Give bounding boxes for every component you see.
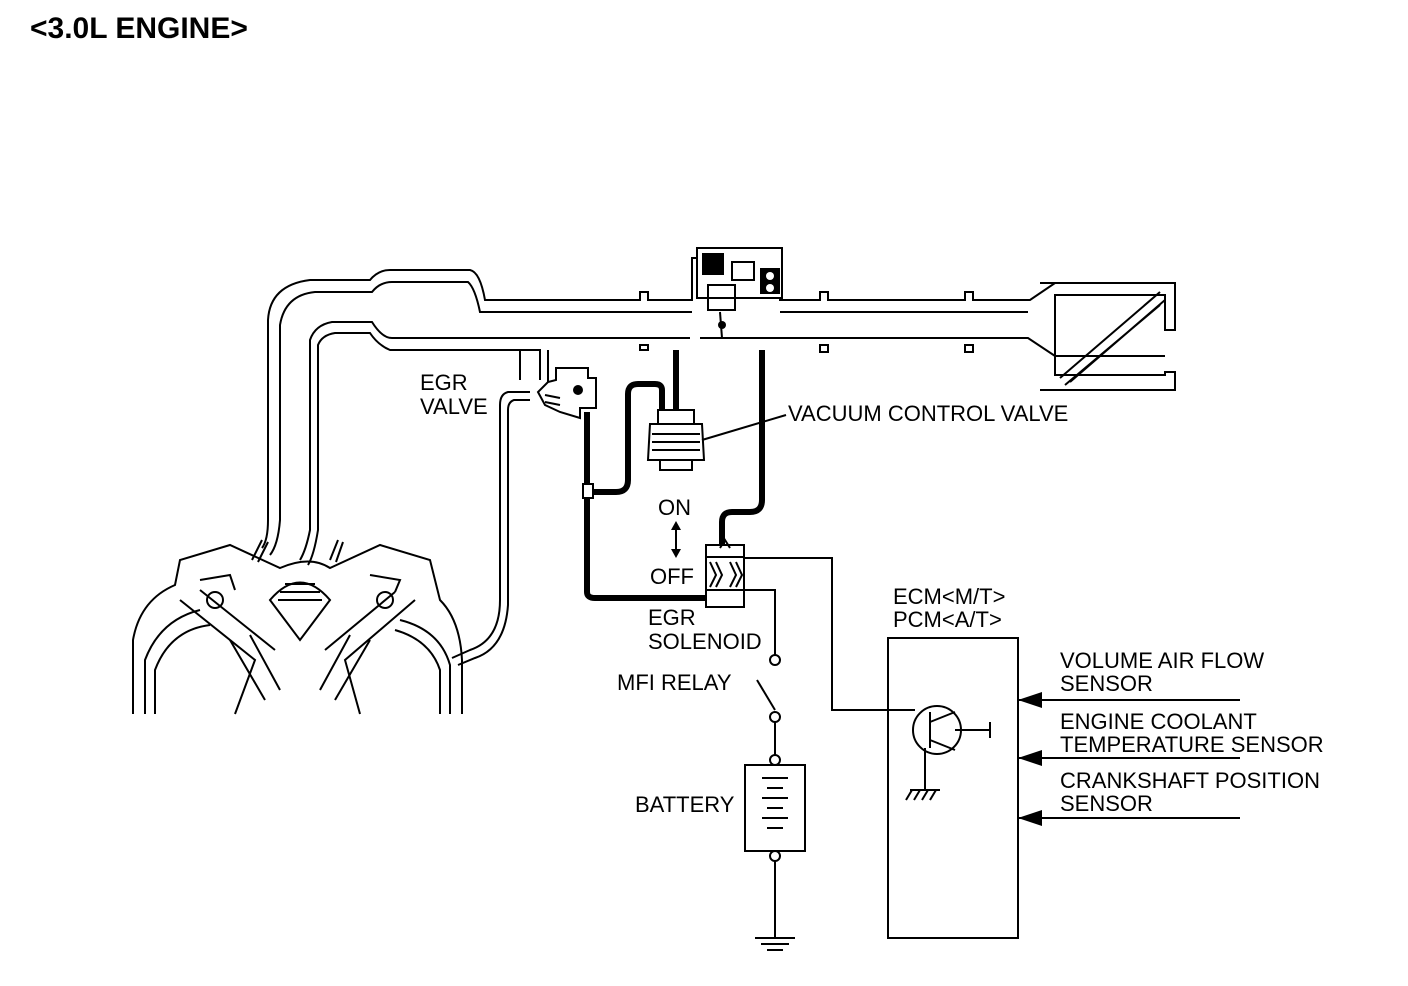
egr-valve-label-line1: EGR [420,370,468,395]
vacuum-hoses [582,350,765,601]
egr-solenoid-label-line1: EGR [648,605,696,630]
ecm-label: ECM<M/T> [893,584,1005,609]
vacuum-control-valve-label: VACUUM CONTROL VALVE [788,401,1068,426]
vaf-sensor-label-line1: VOLUME AIR FLOW [1060,648,1264,673]
egr-valve-label-line2: VALVE [420,394,488,419]
engine-block [132,360,530,715]
egr-solenoid-label-line2: SOLENOID [648,629,762,654]
on-label: ON [658,495,691,520]
wiring [744,557,915,951]
vacuum-control-valve [646,409,787,471]
diagram-title: <3.0L ENGINE> [30,12,248,45]
ckp-sensor-label-line2: SENSOR [1060,791,1153,816]
ecm-pcm-unit [887,637,1240,939]
off-label: OFF [650,564,694,589]
ckp-sensor-label-line1: CRANKSHAFT POSITION [1060,768,1320,793]
mfi-relay-label: MFI RELAY [617,670,732,695]
egr-valve [536,367,597,420]
ect-sensor-label-line1: ENGINE COOLANT [1060,709,1257,734]
intake-plenum [267,247,1176,391]
pcm-label: PCM<A/T> [893,607,1002,632]
ect-sensor-label-line2: TEMPERATURE SENSOR [1060,732,1324,757]
on-off-arrow [671,521,681,558]
egr-solenoid [705,538,745,608]
battery-label: BATTERY [635,792,735,817]
vaf-sensor-label-line2: SENSOR [1060,671,1153,696]
